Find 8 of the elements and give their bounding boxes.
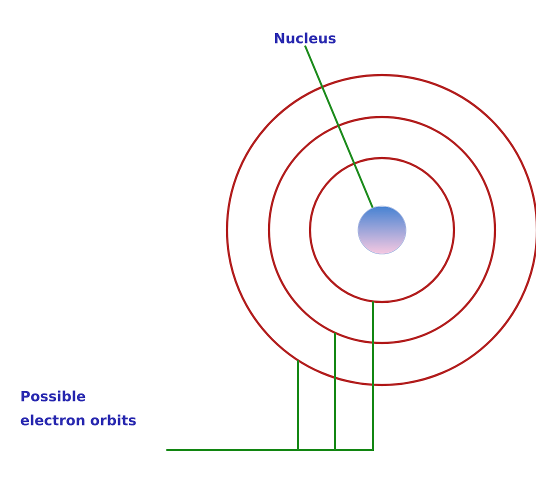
leader-line: [166, 301, 374, 451]
orbit-ring: [268, 116, 496, 344]
label-text: Possible electron orbits: [20, 390, 136, 426]
nucleus-ball: [358, 206, 406, 254]
orbit-ring: [226, 74, 536, 386]
leader-line: [304, 45, 374, 208]
label-text: Nucleus: [275, 32, 336, 44]
orbit-ring: [308, 156, 456, 304]
